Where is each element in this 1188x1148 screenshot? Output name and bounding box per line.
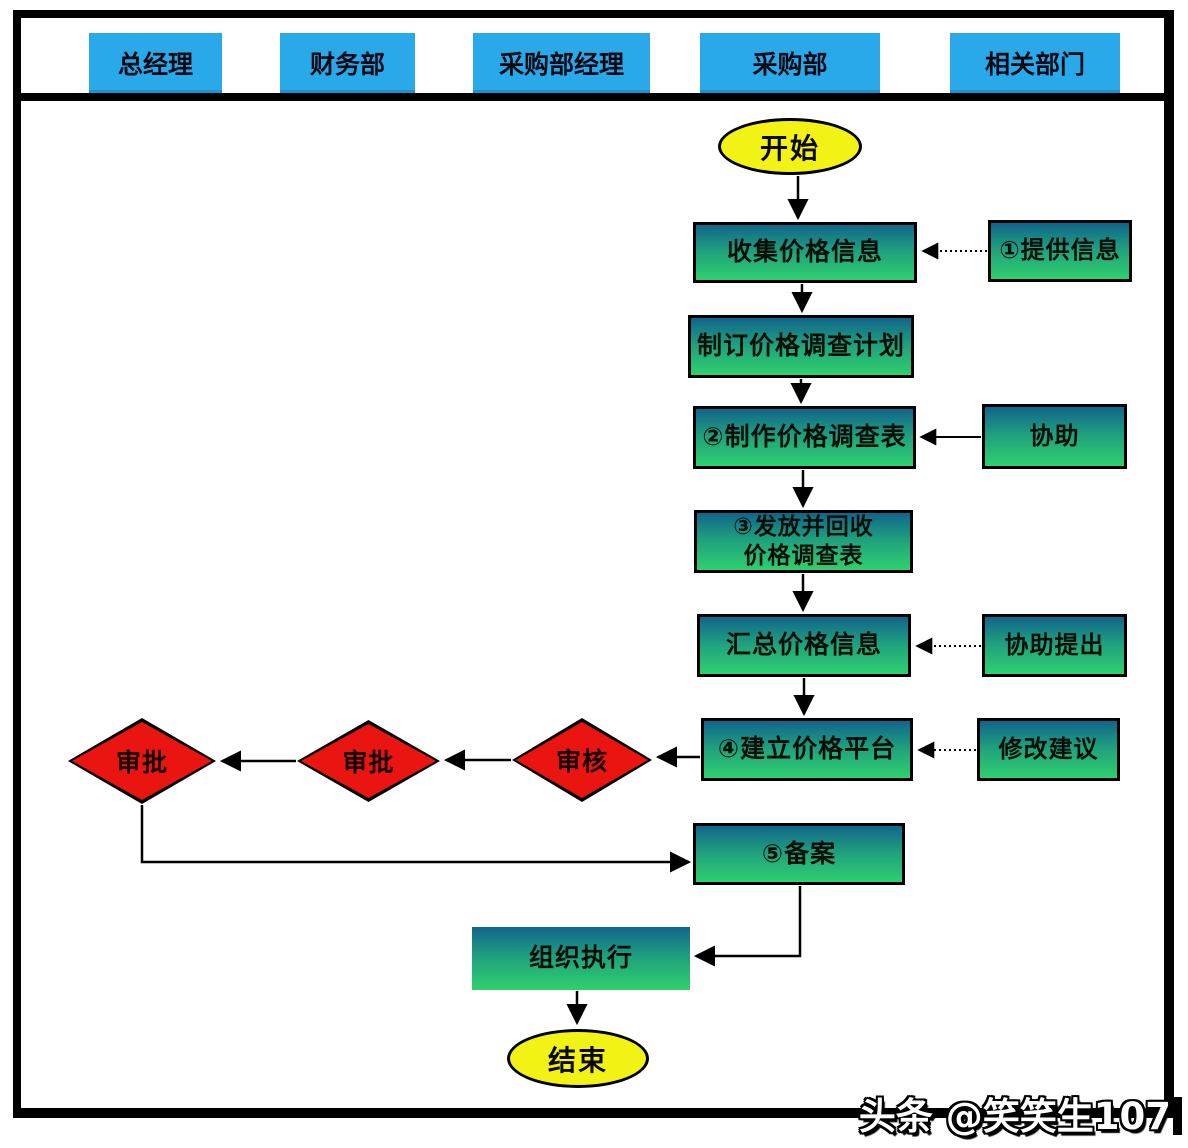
side-box-label: 修改建议: [998, 734, 1099, 763]
process-summarize-price-info: 汇总价格信息: [697, 614, 911, 677]
side-box-label: 协助提出: [1004, 630, 1105, 659]
process-make-price-survey-form: ②制作价格调查表: [693, 406, 916, 469]
process-label: ②制作价格调查表: [702, 422, 907, 452]
arrow-approve-left-to-record: [140, 805, 692, 873]
lane-label: 采购部经理: [498, 50, 624, 79]
watermark-cursor: [1173, 1097, 1182, 1135]
lane-label: 总经理: [117, 50, 193, 79]
process-label: ④建立价格平台: [717, 734, 897, 764]
process-organize-execution: 组织执行: [472, 927, 690, 990]
side-box-label: 协助: [1029, 421, 1080, 450]
process-build-price-platform: ④建立价格平台: [701, 718, 913, 781]
process-filing: ⑤备案: [693, 823, 905, 885]
process-label: 收集价格信息: [726, 237, 883, 267]
decision-label: 审批: [342, 748, 395, 777]
process-label-line2: 价格调查表: [743, 542, 864, 569]
process-make-price-survey-plan: 制订价格调查计划: [688, 315, 914, 378]
side-box-provide-info: ①提供信息: [988, 220, 1132, 282]
lane-header-finance-dept: 财务部: [280, 33, 415, 93]
lane-header-purchasing-manager: 采购部经理: [473, 33, 650, 93]
end-terminal: 结束: [507, 1029, 649, 1088]
end-label: 结束: [547, 1043, 608, 1077]
lane-header-general-manager: 总经理: [89, 33, 222, 93]
start-terminal: 开始: [718, 118, 862, 175]
process-label: 制订价格调查计划: [696, 331, 905, 361]
watermark: 头条 @笑笑生107: [859, 1086, 1182, 1140]
lane-header-related-depts: 相关部门: [950, 33, 1120, 93]
process-collect-price-info: 收集价格信息: [693, 222, 917, 283]
lane-header-separator-bar: [13, 93, 1174, 101]
lane-label: 财务部: [309, 50, 385, 79]
process-label: ⑤备案: [761, 838, 837, 868]
side-box-modify-suggestion: 修改建议: [977, 718, 1120, 781]
start-label: 开始: [759, 131, 820, 165]
decision-label: 审批: [115, 748, 168, 777]
lane-header-purchasing-dept: 采购部: [700, 33, 880, 93]
lane-label: 相关部门: [984, 50, 1085, 79]
process-label: 汇总价格信息: [725, 630, 882, 660]
process-label: 组织执行: [528, 943, 633, 973]
side-box-assist-propose: 协助提出: [982, 614, 1127, 677]
watermark-text: 头条 @笑笑生107: [858, 1095, 1171, 1138]
arrow-record-to-execute: [693, 886, 802, 967]
process-distribute-collect-forms: ③发放并回收 价格调查表: [694, 510, 913, 573]
side-box-assist: 协助: [982, 404, 1127, 469]
decision-label: 审核: [555, 747, 608, 776]
side-box-label: ①提供信息: [999, 236, 1121, 265]
lane-label: 采购部: [752, 50, 828, 79]
process-label-line1: ③发放并回收: [733, 514, 874, 541]
